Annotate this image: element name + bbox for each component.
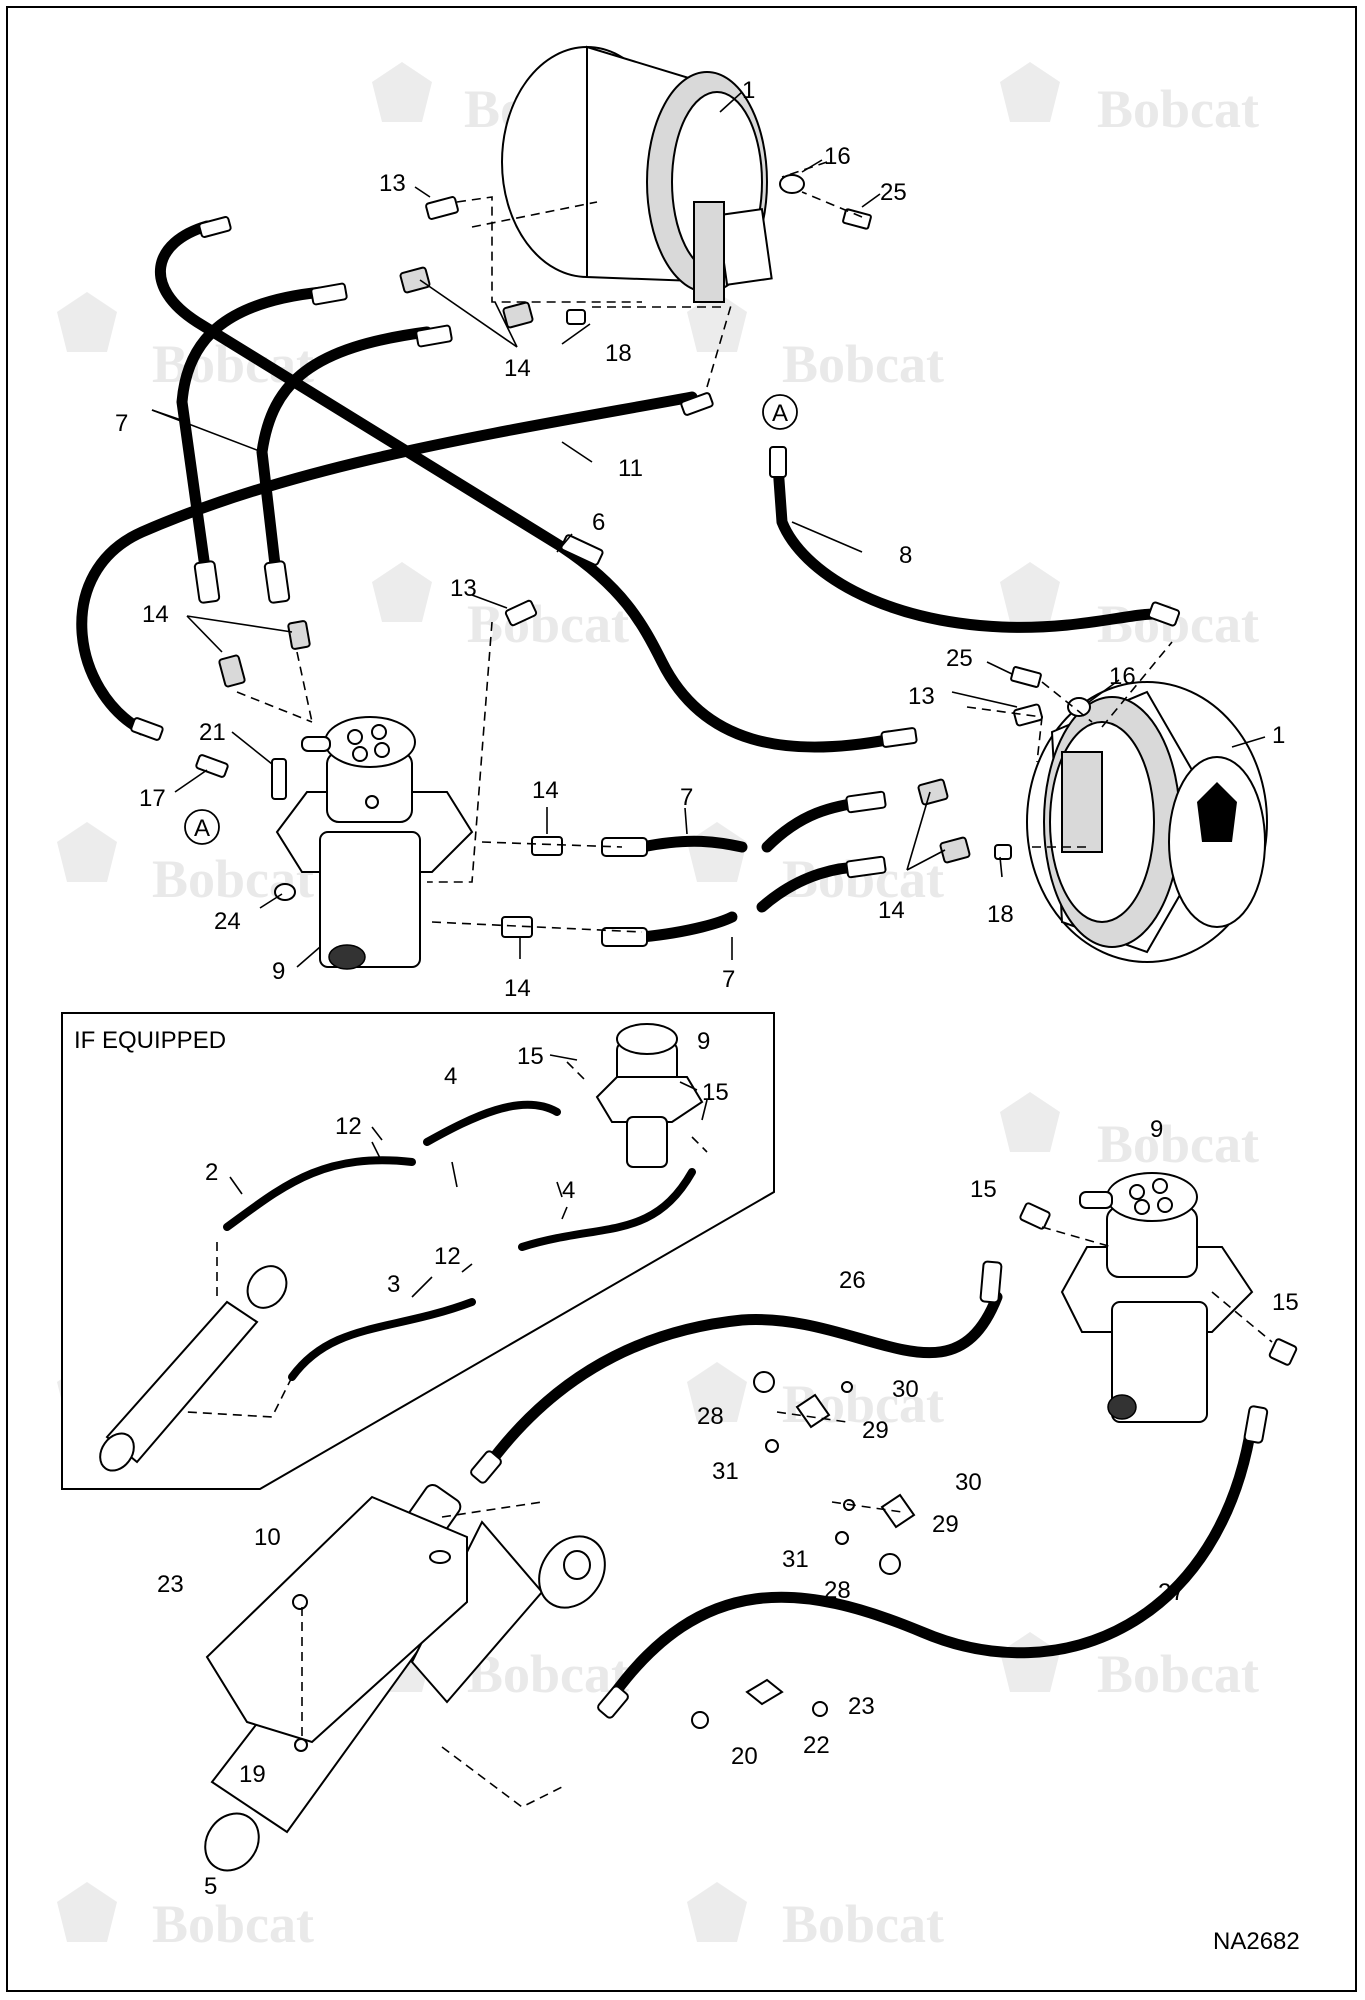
callout-31: 31 — [712, 1458, 739, 1485]
drawing-frame: Bobcat Bobcat Bobcat Bobcat Bobcat Bobca… — [6, 6, 1357, 1992]
callout-12: 12 — [434, 1243, 461, 1270]
callout-17: 17 — [139, 785, 166, 812]
callout-2: 2 — [205, 1159, 218, 1186]
callout-31: 31 — [782, 1546, 809, 1573]
callout-20: 20 — [731, 1743, 758, 1770]
callout-15: 15 — [970, 1176, 997, 1203]
callout-30: 30 — [892, 1376, 919, 1403]
callout-11: 11 — [618, 455, 643, 482]
svg-text:Bobcat: Bobcat — [467, 1644, 629, 1704]
callout-6: 6 — [592, 509, 605, 536]
callout-leaders — [151, 91, 1266, 968]
watermark: Bobcat — [1000, 1092, 1259, 1174]
callout-10: 10 — [254, 1524, 281, 1551]
callout-8: 8 — [899, 542, 912, 569]
callout-14: 14 — [504, 975, 531, 1002]
drawing-number: NA2682 — [1213, 1928, 1300, 1955]
watermark: Bobcat — [1000, 562, 1259, 654]
callout-9: 9 — [697, 1028, 710, 1055]
callout-7: 7 — [722, 966, 735, 993]
callout-9: 9 — [1150, 1116, 1163, 1143]
watermark: Bobcat — [57, 1882, 314, 1954]
callout-5: 5 — [204, 1873, 217, 1900]
svg-text:Bobcat: Bobcat — [1097, 1644, 1259, 1704]
svg-text:A: A — [194, 815, 210, 842]
watermark: Bobcat — [1000, 1632, 1259, 1704]
callout-14: 14 — [878, 897, 905, 924]
callout-3: 3 — [387, 1271, 400, 1298]
watermark: Bobcat — [1000, 62, 1259, 139]
inset-if-equipped: IF EQUIPPED — [61, 1012, 775, 1490]
callout-28: 28 — [697, 1403, 724, 1430]
callout-14: 14 — [504, 355, 531, 382]
callout-14: 14 — [142, 601, 169, 628]
callout-28: 28 — [824, 1577, 851, 1604]
svg-text:Bobcat: Bobcat — [782, 1894, 944, 1954]
hose-fittings — [130, 216, 1269, 1719]
callout-29: 29 — [932, 1511, 959, 1538]
reference-a-top: A — [762, 394, 798, 430]
callout-23: 23 — [157, 1571, 184, 1598]
svg-text:Bobcat: Bobcat — [1097, 594, 1259, 654]
callout-18: 18 — [605, 340, 632, 367]
callout-7: 7 — [115, 410, 128, 437]
svg-text:Bobcat: Bobcat — [1097, 79, 1259, 139]
travel-motor-top — [501, 45, 773, 303]
callout-labels: 1 1 2 3 4 4 5 6 7 7 7 8 9 9 9 10 11 12 1… — [115, 77, 1299, 1900]
callout-9: 9 — [272, 958, 285, 985]
callout-13: 13 — [908, 683, 935, 710]
callout-21: 21 — [199, 719, 226, 746]
callout-25: 25 — [946, 645, 973, 672]
watermark: Bobcat — [687, 822, 944, 909]
callout-15: 15 — [702, 1079, 729, 1106]
callout-18: 18 — [987, 901, 1014, 928]
svg-text:Bobcat: Bobcat — [782, 334, 944, 394]
svg-text:A: A — [772, 400, 788, 427]
callout-1: 1 — [742, 77, 755, 104]
callout-19: 19 — [239, 1761, 266, 1788]
clamps — [292, 1371, 916, 1752]
watermark: Bobcat — [372, 562, 629, 654]
small-fittings — [195, 174, 1298, 1366]
callout-7: 7 — [680, 784, 693, 811]
callout-30: 30 — [955, 1469, 982, 1496]
svg-text:Bobcat: Bobcat — [1097, 1114, 1259, 1174]
callout-29: 29 — [862, 1417, 889, 1444]
callout-16: 16 — [1109, 663, 1136, 690]
callout-25: 25 — [880, 179, 907, 206]
callout-4: 4 — [562, 1177, 575, 1204]
reference-a-left: A — [184, 809, 220, 845]
cylinder-shield — [205, 1495, 468, 1744]
svg-text:Bobcat: Bobcat — [152, 1894, 314, 1954]
watermark: Bobcat — [687, 1882, 944, 1954]
callout-23: 23 — [848, 1693, 875, 1720]
callout-13: 13 — [450, 575, 477, 602]
inset-title: IF EQUIPPED — [74, 1027, 226, 1054]
parts-diagram: Bobcat Bobcat Bobcat Bobcat Bobcat Bobca… — [57, 45, 1300, 1955]
callout-15: 15 — [517, 1043, 544, 1070]
hose-assemblies — [76, 220, 1258, 1703]
travel-motor-right — [1026, 681, 1268, 963]
callout-14: 14 — [532, 777, 559, 804]
callout-16: 16 — [824, 143, 851, 170]
callout-24: 24 — [214, 908, 241, 935]
callout-26: 26 — [839, 1267, 866, 1294]
callout-13: 13 — [379, 170, 406, 197]
callout-27: 27 — [1158, 1579, 1185, 1606]
callout-12: 12 — [335, 1113, 362, 1140]
swivel-joint-main — [275, 716, 474, 970]
callout-15: 15 — [1272, 1289, 1299, 1316]
dashed-assembly-lines — [236, 161, 1273, 1808]
callout-22: 22 — [803, 1732, 830, 1759]
watermark: Bobcat — [687, 292, 944, 394]
callout-1: 1 — [1272, 722, 1285, 749]
swivel-joint-lower — [1060, 1172, 1254, 1423]
callout-4: 4 — [444, 1063, 457, 1090]
